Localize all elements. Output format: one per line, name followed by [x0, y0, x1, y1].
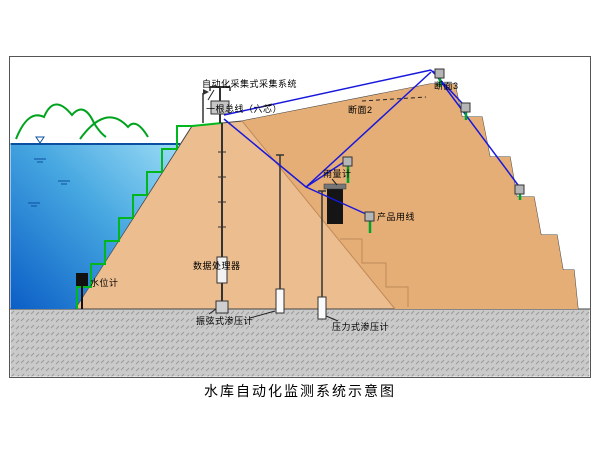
borehole-data-processor — [215, 123, 229, 314]
label-product-line: 产品用线 — [377, 212, 416, 222]
collection-system-mast — [202, 86, 231, 123]
ground-foundation — [10, 308, 590, 377]
label-bus-line: 一根总线（六芯） — [206, 104, 283, 114]
section-dashed-line — [361, 96, 427, 102]
water-ripples — [28, 158, 70, 207]
label-vibrating-wire-piezometer: 振弦式渗压计 — [196, 316, 254, 326]
label-water-level-gauge: 水位计 — [90, 278, 119, 288]
diagram-title: 水库自动化监测系统示意图 — [204, 383, 396, 399]
slope-sensor-product-line — [364, 211, 375, 233]
diagram-frame — [9, 56, 591, 378]
terrace-bench-lines — [340, 238, 409, 307]
label-section-3: 断面3 — [434, 81, 459, 91]
revetment-steps — [76, 122, 223, 309]
slope-sensor-p5 — [514, 184, 525, 200]
label-rain-gauge: 雨量计 — [323, 169, 352, 179]
label-leader-lines — [207, 89, 339, 322]
borehole-piezometer-2 — [275, 154, 285, 314]
label-pressure-piezometer: 压力式渗压计 — [332, 322, 390, 332]
bus-cables — [223, 69, 519, 215]
slope-sensor-p1 — [342, 156, 353, 183]
label-collection-system: 自动化采集式采集系统 — [202, 79, 298, 89]
slope-edge-line — [241, 120, 396, 310]
antenna-flag — [203, 89, 209, 95]
label-section-2: 断面2 — [348, 105, 373, 115]
collection-system-box — [210, 100, 230, 115]
water-level-symbol — [35, 136, 45, 144]
slope-sensor-p4 — [460, 102, 471, 120]
label-data-processor: 数据处理器 — [193, 261, 241, 271]
slope-sensor-p3 — [434, 68, 445, 87]
hills-vegetation — [15, 103, 149, 140]
water-level-gauge-instrument — [76, 273, 88, 309]
data-processor-housing — [216, 256, 228, 284]
rain-gauge-instrument — [323, 183, 347, 224]
vibrating-wire-sensor — [215, 300, 229, 314]
borehole-pressure-piezometer — [317, 190, 327, 320]
reservoir-water — [10, 136, 180, 309]
diagram-svg — [10, 68, 590, 377]
